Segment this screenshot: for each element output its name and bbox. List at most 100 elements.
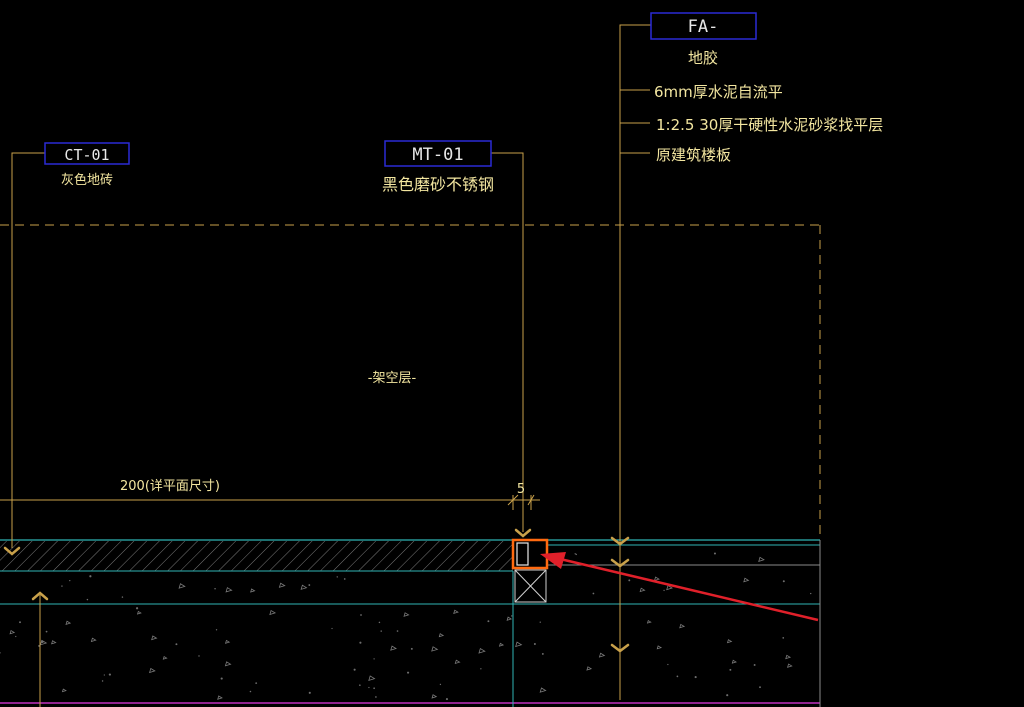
aggregate-dot (480, 668, 482, 670)
dim-5-tick (527, 494, 535, 506)
aggregate-mark (653, 576, 660, 582)
aggregate-dot (410, 647, 413, 650)
aggregate-dot (368, 686, 370, 689)
fa-down-chevron-icon-2 (610, 558, 630, 568)
aggregate-mark (431, 694, 438, 699)
aggregate-dot (713, 552, 716, 555)
aggregate-mark (65, 620, 72, 625)
aggregate-dot (331, 627, 333, 630)
tag-mt-box (384, 140, 492, 167)
tag-ct-box (44, 142, 130, 165)
aggregate-mark (217, 695, 223, 700)
aggregate-dot (539, 621, 541, 623)
aggregate-dot (759, 686, 761, 689)
aggregate-dot (359, 684, 361, 686)
aggregate-dot (359, 641, 362, 644)
aggregate-dot (0, 652, 1, 654)
chevrons (3, 528, 630, 653)
aggregate-dot (121, 596, 124, 598)
ct-leader (11, 152, 45, 548)
aggregate-mark (639, 587, 646, 593)
aggregate-dot (198, 655, 200, 657)
aggregate-dot (628, 579, 631, 582)
aggregate-dot (101, 680, 104, 682)
note-fa-2: 6mm厚水泥自流平 (654, 83, 783, 101)
aggregate-mark (515, 641, 523, 648)
aggregate-dot (360, 614, 362, 616)
aggregate-dot (353, 668, 356, 671)
left-up-chevron-icon (31, 591, 49, 601)
aggregate-dot (396, 630, 399, 632)
aggregate-dot (574, 553, 576, 555)
aggregate-mark (136, 610, 142, 615)
aggregate-dot (61, 585, 63, 587)
aggregate-mark (454, 659, 461, 665)
aggregate-mark (224, 661, 232, 667)
aggregate-mark (743, 577, 750, 583)
tag-ct: CT-01 (44, 142, 130, 165)
aggregate-dot (380, 630, 382, 632)
aggregate-mark (9, 629, 16, 635)
aggregate-dot (15, 635, 17, 638)
aggregate-dot (487, 620, 490, 623)
aggregate-dot (378, 621, 381, 624)
aggregate-dot (308, 584, 311, 586)
tag-fa: FA- (650, 12, 757, 40)
aggregate-dot (336, 576, 338, 578)
aggregate-dot (135, 607, 139, 610)
arrow-head-icon (540, 552, 566, 569)
fa-leader (619, 24, 651, 700)
tag-ct-label: CT-01 (64, 146, 109, 164)
aggregate-mark (431, 646, 439, 652)
aggregate-dot (69, 579, 71, 582)
aggregate-dot (667, 663, 669, 666)
tag-mt-label: MT-01 (412, 145, 463, 165)
aggregate-dot (375, 696, 377, 698)
dim-5-label: 5 (517, 482, 525, 497)
aggregate-mark (478, 647, 486, 654)
strip-profile (516, 542, 529, 566)
aggregate-dot (445, 698, 448, 701)
aggregate-dot (89, 575, 92, 578)
overhead-zone: -架空层- (0, 224, 821, 540)
aggregate-mark (390, 645, 397, 651)
tag-fa-box (650, 12, 757, 40)
aggregate-mark (506, 616, 513, 621)
aggregate-mark (178, 583, 186, 589)
aggregate-mark (368, 675, 376, 681)
aggregate-dot (663, 589, 665, 592)
aggregate-mark (225, 587, 233, 593)
aggregate-dot (809, 592, 812, 595)
aggregate-dot (439, 683, 442, 686)
aggregate-mark (39, 639, 48, 646)
dim-200-label: 200(详平面尺寸) (120, 479, 220, 494)
ct-down-chevron-icon (3, 546, 21, 556)
aggregate-mark (278, 582, 286, 588)
aggregate-dot (592, 592, 595, 595)
aggregate-mark (300, 584, 308, 590)
aggregate-dot (511, 615, 513, 617)
aggregate-mark (666, 584, 674, 591)
aggregate-mark (498, 642, 505, 647)
stainless-strip-detail (511, 538, 549, 603)
aggregate-mark (646, 619, 652, 624)
aggregate-mark (758, 556, 765, 562)
aggregate-dot (45, 630, 48, 633)
zone-label: -架空层- (368, 371, 417, 386)
material-notes: 地胶 6mm厚水泥自流平 1:2.5 30厚干硬性水泥砂浆找平层 原建筑楼板 灰… (61, 49, 883, 194)
tag-mt: MT-01 (384, 140, 492, 167)
aggregate-dot (308, 691, 311, 694)
tile-hatch-band (0, 541, 513, 571)
aggregate-mark (162, 655, 168, 660)
aggregate-dot (255, 682, 258, 685)
floor-section (0, 539, 821, 707)
aggregate-dot (175, 643, 178, 646)
aggregate-mark (679, 623, 686, 629)
fa-down-chevron-icon-1 (610, 536, 630, 546)
aggregate-mark (90, 637, 97, 643)
aggregate-mark (726, 639, 733, 644)
aggregate-dot (782, 580, 785, 583)
aggregate-dot (215, 629, 218, 631)
aggregate-mark (250, 588, 256, 593)
arrow-shaft (555, 556, 819, 622)
